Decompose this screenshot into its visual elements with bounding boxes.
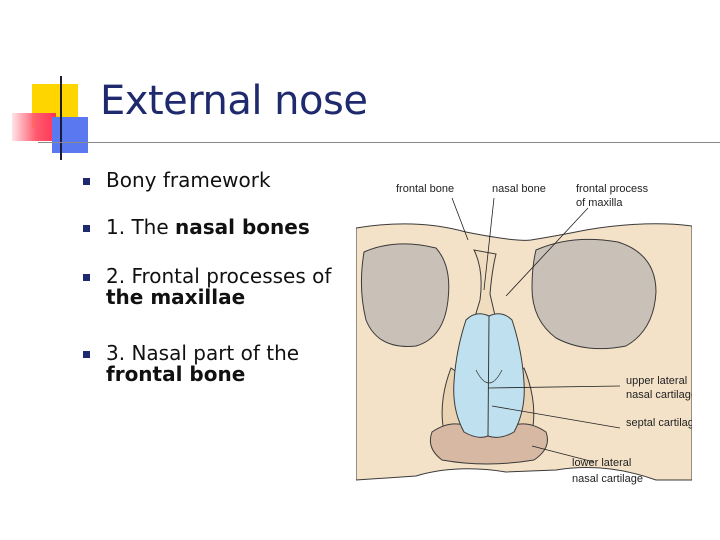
- bullet-square-icon: [83, 351, 90, 358]
- bullet-text-bold: the maxillae: [106, 285, 246, 309]
- bullet-item: 1. The nasal bones: [78, 217, 358, 238]
- title-underline: [38, 142, 720, 143]
- leader-frontal-bone: [451, 197, 469, 241]
- slide-title: External nose: [100, 78, 368, 124]
- bullet-list: Bony framework 1. The nasal bones 2. Fro…: [78, 170, 358, 385]
- bullet-item: Bony framework: [78, 170, 358, 191]
- title-ornament-red-bar: [12, 113, 56, 141]
- label-lower-lateral-line2: nasal cartilage: [572, 473, 643, 485]
- leader-septal: [491, 405, 621, 429]
- label-frontal-process-line2: of maxilla: [576, 197, 623, 209]
- right-orbit: [531, 238, 657, 350]
- bullet-text: 2. Frontal processes of: [106, 264, 332, 288]
- left-orbit: [360, 243, 450, 347]
- title-ornament-blue-square: [52, 117, 88, 153]
- bullet-square-icon: [83, 178, 90, 185]
- label-septal: septal cartilage: [626, 417, 692, 429]
- label-upper-lateral-line2: nasal cartilage: [626, 389, 692, 401]
- bullet-item: 2. Frontal processes of the maxillae: [78, 266, 358, 308]
- bullet-text-bold: frontal bone: [106, 362, 246, 386]
- label-lower-lateral-line1: lower lateral: [572, 457, 631, 469]
- cartilage-inner-line: [475, 369, 503, 384]
- title-ornament-vertical-line: [60, 76, 62, 160]
- nose-anatomy-illustration: frontal bone nasal bone frontal process …: [356, 170, 692, 495]
- septal-cartilage: [487, 315, 490, 437]
- label-frontal-process-line1: frontal process: [576, 183, 649, 195]
- label-nasal-bone: nasal bone: [492, 183, 546, 195]
- bullet-square-icon: [83, 225, 90, 232]
- bullet-text: 1. The: [106, 215, 175, 239]
- leader-nasal-bone: [483, 197, 495, 291]
- label-upper-lateral-line1: upper lateral: [626, 375, 687, 387]
- bullet-text: Bony framework: [106, 168, 271, 192]
- leader-frontal-process: [505, 207, 589, 297]
- leader-lower-lateral: [531, 445, 595, 463]
- bullet-item: 3. Nasal part of the frontal bone: [78, 343, 358, 385]
- nose-anatomy-figure: frontal bone nasal bone frontal process …: [356, 170, 692, 495]
- bullet-square-icon: [83, 274, 90, 281]
- label-frontal-bone: frontal bone: [396, 183, 454, 195]
- leader-upper-lateral: [487, 385, 621, 389]
- bullet-text-bold: nasal bones: [175, 215, 310, 239]
- bullet-text: 3. Nasal part of the: [106, 341, 300, 365]
